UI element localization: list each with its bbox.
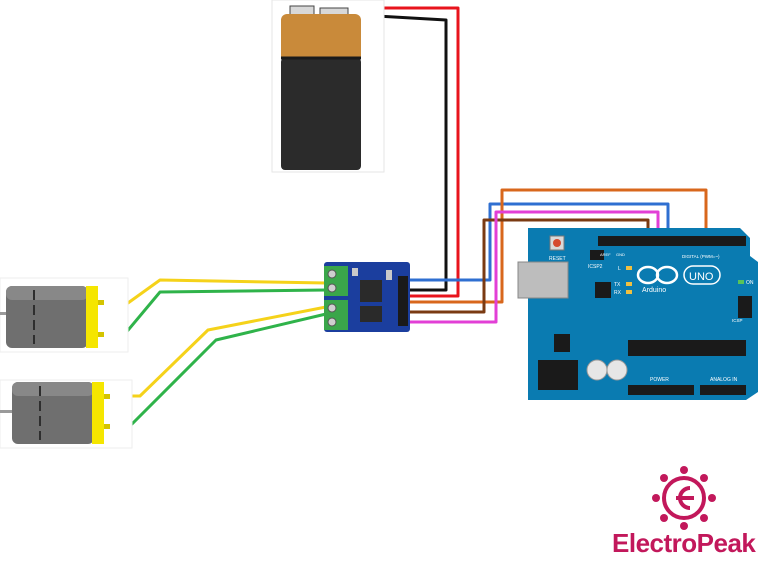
motor-1-tab-a xyxy=(98,300,104,305)
arduino-board xyxy=(528,228,758,400)
power-label: POWER xyxy=(650,377,669,383)
wire-orange xyxy=(408,188,708,304)
on-label: ON xyxy=(746,280,754,286)
usb-port xyxy=(517,261,569,299)
arduino-label: Arduino xyxy=(642,287,666,294)
battery-cap xyxy=(281,14,361,62)
motor-1 xyxy=(0,277,129,353)
digital-label: DIGITAL (PWM=~) xyxy=(682,254,720,259)
icsp-header xyxy=(738,296,752,318)
terminal-screw xyxy=(327,317,337,327)
motor-1-endcap xyxy=(86,286,98,348)
motor-1-shade xyxy=(6,286,88,300)
tx-label: TX xyxy=(614,282,621,288)
motor-2-endcap xyxy=(92,382,104,444)
driver-component xyxy=(386,270,392,280)
wire-motor2-green xyxy=(104,312,328,428)
wire-blue xyxy=(408,202,670,282)
rx-label: RX xyxy=(614,290,622,296)
brand-name: ElectroPeak xyxy=(612,528,756,558)
led-tx xyxy=(626,282,632,286)
driver-component xyxy=(352,268,358,276)
driver-chip xyxy=(360,280,382,302)
capacitor xyxy=(586,359,608,381)
icsp-label: ICSP xyxy=(732,318,743,323)
atmega-chip xyxy=(628,340,746,356)
capacitor xyxy=(606,359,628,381)
motor-2-shade xyxy=(12,382,94,396)
electropeak-logo-icon xyxy=(652,466,716,530)
analog-header xyxy=(700,385,746,395)
terminal-screw xyxy=(327,303,337,313)
motor-2 xyxy=(0,379,133,449)
motor-2-shaft xyxy=(0,410,14,413)
icsp2-label: ICSP2 xyxy=(588,264,603,270)
wire-battery-red xyxy=(358,6,460,298)
reset-label: RESET xyxy=(549,256,566,262)
terminal-screw xyxy=(327,283,337,293)
battery-body xyxy=(281,58,361,170)
driver-chip xyxy=(360,306,382,322)
driver-pin-header xyxy=(398,276,408,326)
motor-2-tab-b xyxy=(104,424,110,429)
uno-badge xyxy=(683,265,721,285)
wire-battery-black xyxy=(358,13,448,292)
terminal-block-bottom xyxy=(324,300,348,330)
motor-2-body xyxy=(12,382,94,444)
terminal-screw xyxy=(327,269,337,279)
power-header xyxy=(628,385,694,395)
led-on xyxy=(738,280,744,284)
battery-9v xyxy=(271,0,385,173)
uno-label: UNO xyxy=(689,271,714,283)
wire-brown xyxy=(408,218,650,314)
usb-chip xyxy=(595,282,611,298)
motor-driver xyxy=(324,262,410,332)
motor-1-shaft xyxy=(0,312,8,315)
icsp2-header xyxy=(590,250,604,260)
arduino-logo-icon xyxy=(636,265,679,285)
motor-1-body xyxy=(6,286,88,348)
digital-header xyxy=(598,236,746,246)
reset-button-cap xyxy=(553,239,561,247)
analog-in-label: ANALOG IN xyxy=(710,377,738,383)
terminal-block-top xyxy=(324,266,348,296)
motor-2-tab-a xyxy=(104,394,110,399)
l-label: L xyxy=(618,266,621,272)
motor-1-tab-b xyxy=(98,332,104,337)
aref-label: AREF xyxy=(600,252,611,257)
regulator xyxy=(554,334,570,352)
led-l xyxy=(626,266,632,270)
wire-magenta xyxy=(408,210,660,324)
led-rx xyxy=(626,290,632,294)
power-jack xyxy=(538,360,578,390)
gnd-label: GND xyxy=(616,252,625,257)
arduino-uno: RESET ICSP2 UNO Arduino DIGITAL (PWM=~) … xyxy=(517,228,758,400)
